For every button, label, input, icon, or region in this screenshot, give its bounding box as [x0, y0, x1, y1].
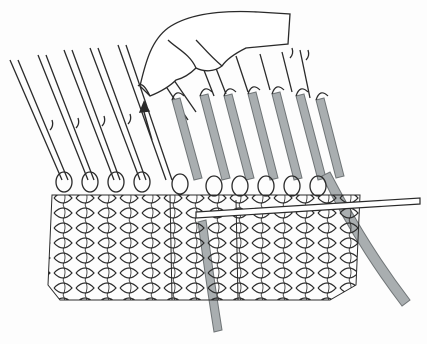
upward-arrow-icon: [140, 102, 152, 140]
hand-holding-hook: [138, 12, 290, 96]
needle-loops: [56, 172, 326, 196]
